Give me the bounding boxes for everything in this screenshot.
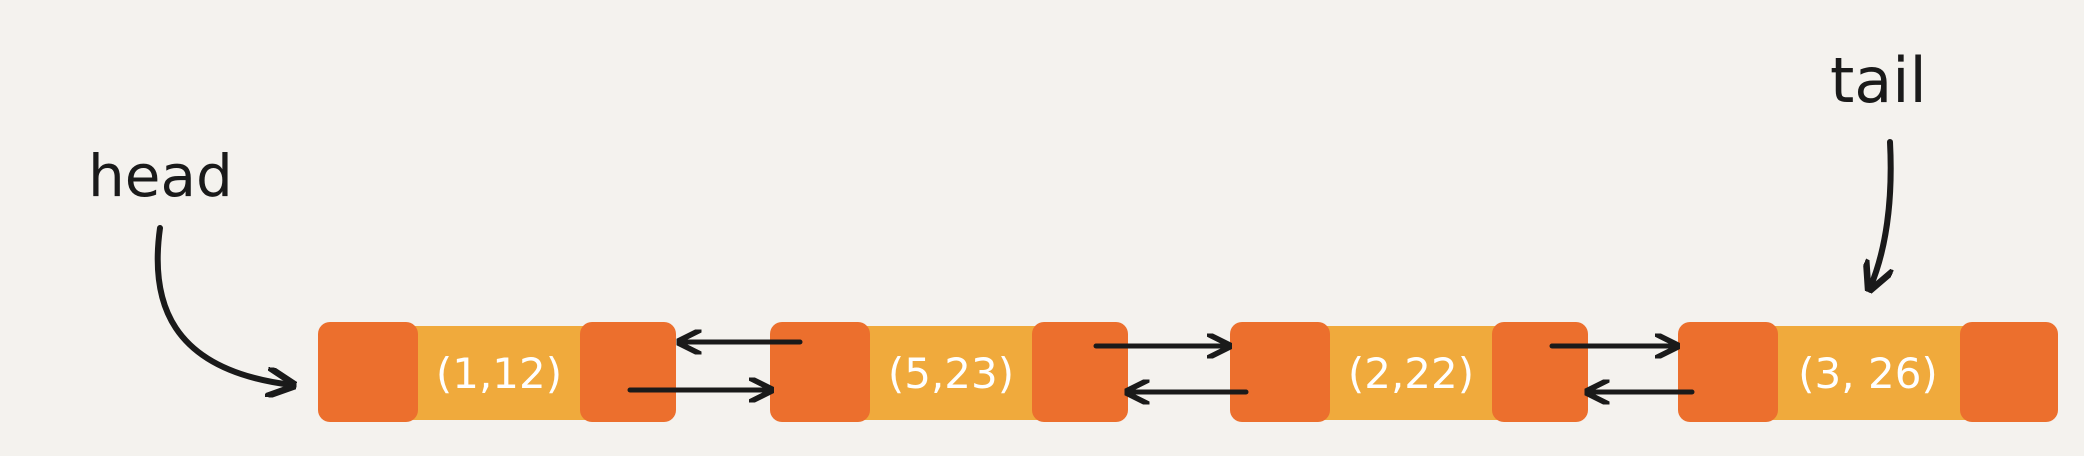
node-prev-pointer-cell <box>1678 322 1778 422</box>
head-label: head <box>88 142 233 210</box>
list-node: (2,22) <box>1230 322 1588 422</box>
node-prev-pointer-cell <box>1230 322 1330 422</box>
node-value: (1,12) <box>436 349 562 398</box>
node-value: (5,23) <box>888 349 1014 398</box>
node-value: (3, 26) <box>1798 349 1938 398</box>
list-node: (3, 26) <box>1678 322 2058 422</box>
tail-label: tail <box>1830 44 1927 117</box>
node-value: (2,22) <box>1348 349 1474 398</box>
node-next-pointer-cell <box>1492 322 1588 422</box>
list-node: (1,12) <box>318 322 676 422</box>
node-prev-pointer-cell <box>318 322 418 422</box>
node-data-cell <box>1324 326 1498 420</box>
node-prev-pointer-cell <box>770 322 870 422</box>
node-next-pointer-cell <box>1960 322 2058 422</box>
tail-pointer-arrow <box>1870 139 1891 288</box>
node-data-cell <box>864 326 1038 420</box>
node-next-pointer-cell <box>1032 322 1128 422</box>
list-node: (5,23) <box>770 322 1128 422</box>
node-data-cell <box>1772 326 1966 420</box>
head-pointer-arrow <box>154 225 292 385</box>
node-next-pointer-cell <box>580 322 676 422</box>
node-data-cell <box>412 326 586 420</box>
